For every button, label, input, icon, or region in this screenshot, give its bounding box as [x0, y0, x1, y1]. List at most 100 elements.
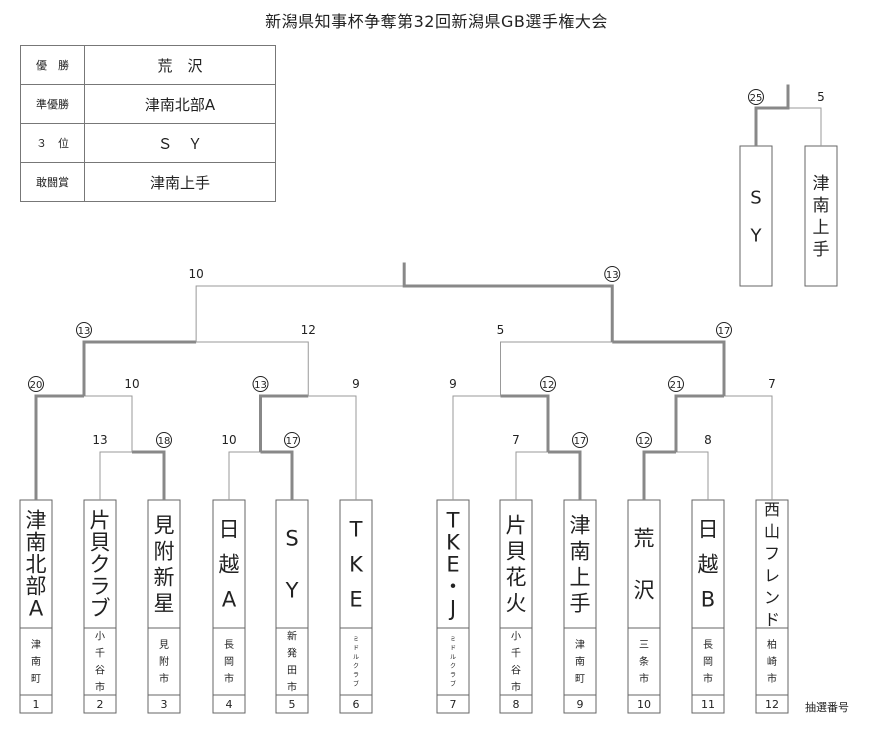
team-town-char: 津	[575, 639, 585, 651]
team-town-char: 長	[703, 639, 713, 651]
team-name-char: 花	[506, 566, 527, 590]
team-name-char: 山	[764, 522, 780, 541]
bracket-line	[642, 450, 676, 500]
team-town-char: 岡	[224, 656, 234, 668]
team-town-char: 崎	[767, 655, 777, 668]
team-town-char: 新	[287, 630, 297, 643]
team-name-char: A	[222, 588, 237, 612]
score-label: 9	[352, 377, 360, 391]
third-place-name-char: 南	[813, 196, 830, 216]
team-draw-number: 7	[450, 698, 457, 711]
page-title: 新潟県知事杯争奪第32回新潟県GB選手権大会	[265, 12, 608, 31]
team-name-char: 手	[570, 592, 591, 616]
team-name-char: B	[701, 588, 715, 612]
team-town-char: ミ	[450, 636, 456, 643]
score-label: 21	[670, 380, 683, 391]
team-town-char: 市	[639, 672, 649, 685]
team-name-char: ク	[90, 553, 111, 577]
result-label: 優 勝	[20, 45, 85, 85]
team-name-char: 津	[26, 509, 47, 533]
team-town-char: 市	[511, 681, 521, 694]
score-label: 13	[92, 433, 107, 447]
team-draw-number: 10	[637, 698, 651, 711]
winner-circle	[156, 432, 172, 448]
score-label: 10	[221, 433, 236, 447]
team-box	[691, 499, 725, 714]
team-name-char: 附	[154, 540, 175, 564]
third-place-name-char: Y	[750, 225, 763, 246]
team-name-char: 南	[26, 531, 47, 555]
winner-circle	[284, 432, 300, 448]
team-town-char: ブ	[353, 680, 359, 688]
score-label: 17	[574, 436, 587, 447]
team-name-char: E	[446, 553, 459, 577]
bracket-line	[196, 341, 309, 396]
team-town-char: 千	[511, 648, 521, 660]
team-name-char: レ	[764, 566, 780, 585]
team-draw-number: 4	[226, 698, 233, 711]
team-name-char: 日	[219, 518, 240, 542]
team-box	[147, 499, 181, 714]
bracket-line	[676, 451, 709, 500]
bracket-line	[308, 395, 357, 500]
winner-circle	[668, 376, 684, 392]
score-label: 9	[449, 377, 457, 391]
team-town-char: 三	[639, 640, 649, 651]
team-town-char: 市	[159, 672, 169, 685]
bracket-line	[260, 450, 294, 500]
team-name-char: E	[349, 588, 362, 612]
result-value: 荒 沢	[84, 45, 276, 85]
bracket-line	[612, 340, 726, 396]
team-name-char: ド	[764, 610, 780, 629]
team-town-char: 市	[95, 681, 105, 694]
score-label: 18	[158, 436, 171, 447]
team-town-char: 南	[31, 655, 41, 668]
third-place-box	[739, 145, 773, 287]
bracket-line	[515, 451, 548, 500]
score-label: 12	[542, 380, 555, 391]
team-draw-number: 1	[33, 698, 40, 711]
team-town-char: 見	[159, 639, 169, 651]
team-name-char: 越	[219, 553, 240, 577]
team-town-char: 田	[287, 666, 297, 677]
team-town-char: 千	[95, 648, 105, 660]
winner-circle	[748, 89, 764, 105]
result-value: 津南上手	[84, 162, 276, 202]
team-draw-number: 3	[161, 698, 168, 711]
team-box	[19, 499, 53, 714]
team-name-char: A	[29, 597, 44, 621]
team-town-char: 柏	[767, 638, 777, 651]
score-label: 13	[78, 326, 91, 337]
team-town-char: 町	[575, 674, 585, 685]
team-name-char: ・	[443, 575, 464, 599]
team-name-char: 片	[506, 514, 527, 538]
draw-number-label: 抽選番号	[805, 701, 849, 714]
team-town-char: 市	[287, 681, 297, 694]
team-name-char: ン	[764, 588, 780, 607]
bracket-line	[452, 395, 501, 500]
team-box	[83, 499, 117, 714]
bracket-line	[788, 107, 822, 146]
team-name-char: 西	[764, 500, 780, 519]
third-place-name-char: 手	[813, 240, 830, 260]
score-label: 5	[817, 90, 825, 104]
bracket-line	[82, 340, 197, 396]
team-town-char: ル	[353, 654, 359, 661]
score-label: 8	[704, 433, 712, 447]
bracket-line	[548, 450, 582, 500]
third-place-name-char: 津	[813, 174, 830, 194]
results-row: ３ 位 Ｓ Ｙ	[20, 123, 276, 163]
team-town-char: 谷	[95, 665, 105, 677]
team-box	[275, 499, 309, 714]
score-label: 13	[606, 270, 619, 281]
team-town-char: 市	[703, 672, 713, 685]
team-box	[499, 499, 533, 714]
team-draw-number: 8	[513, 698, 520, 711]
team-name-char: J	[448, 597, 456, 621]
score-label: 17	[718, 326, 731, 337]
result-value: 津南北部A	[84, 84, 276, 124]
team-name-char: 片	[90, 509, 111, 533]
team-name-char: 星	[154, 592, 175, 616]
score-label: 17	[286, 436, 299, 447]
